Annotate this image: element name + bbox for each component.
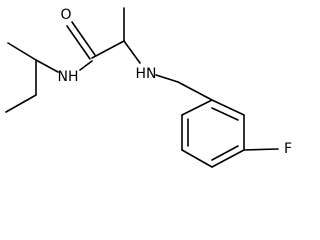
bond-ch2-ring [177,81,213,101]
fluorophenyl-ring [181,99,279,168]
alpha-carbon-group [123,7,141,64]
amide-group [66,21,125,71]
bond-nh-carbonyl [79,60,93,71]
sec-butyl-group [5,42,59,113]
ring-bond-1 [211,99,245,116]
amide-nitrogen-label: NH [58,69,79,85]
bond-ring-f [243,148,279,151]
atom-labels: O NH HN F [58,7,293,157]
bond-methyl-ch [7,42,37,61]
bond-co-double-b [71,21,96,56]
bond-co-double-a [66,25,91,60]
ring-inner-bond-1 [211,107,239,121]
fluorine-label: F [284,141,292,157]
bond-ch-nh [35,59,59,73]
ring-bond-3 [211,149,245,168]
amine-nitrogen-label: HN [136,66,157,82]
benzyl-group [155,74,213,101]
structural-formula: O NH HN F [5,7,293,168]
ring-bond-4 [181,149,213,168]
bond-ch2-ch3 [5,94,37,113]
ring-inner-bond-2 [211,145,239,161]
oxygen-label: O [60,7,71,23]
bond-alpha-nh [123,40,141,64]
ring-bond-6 [181,99,213,116]
bond-nh-ch2 [155,74,179,83]
bond-carbonyl-alpha [91,40,125,59]
